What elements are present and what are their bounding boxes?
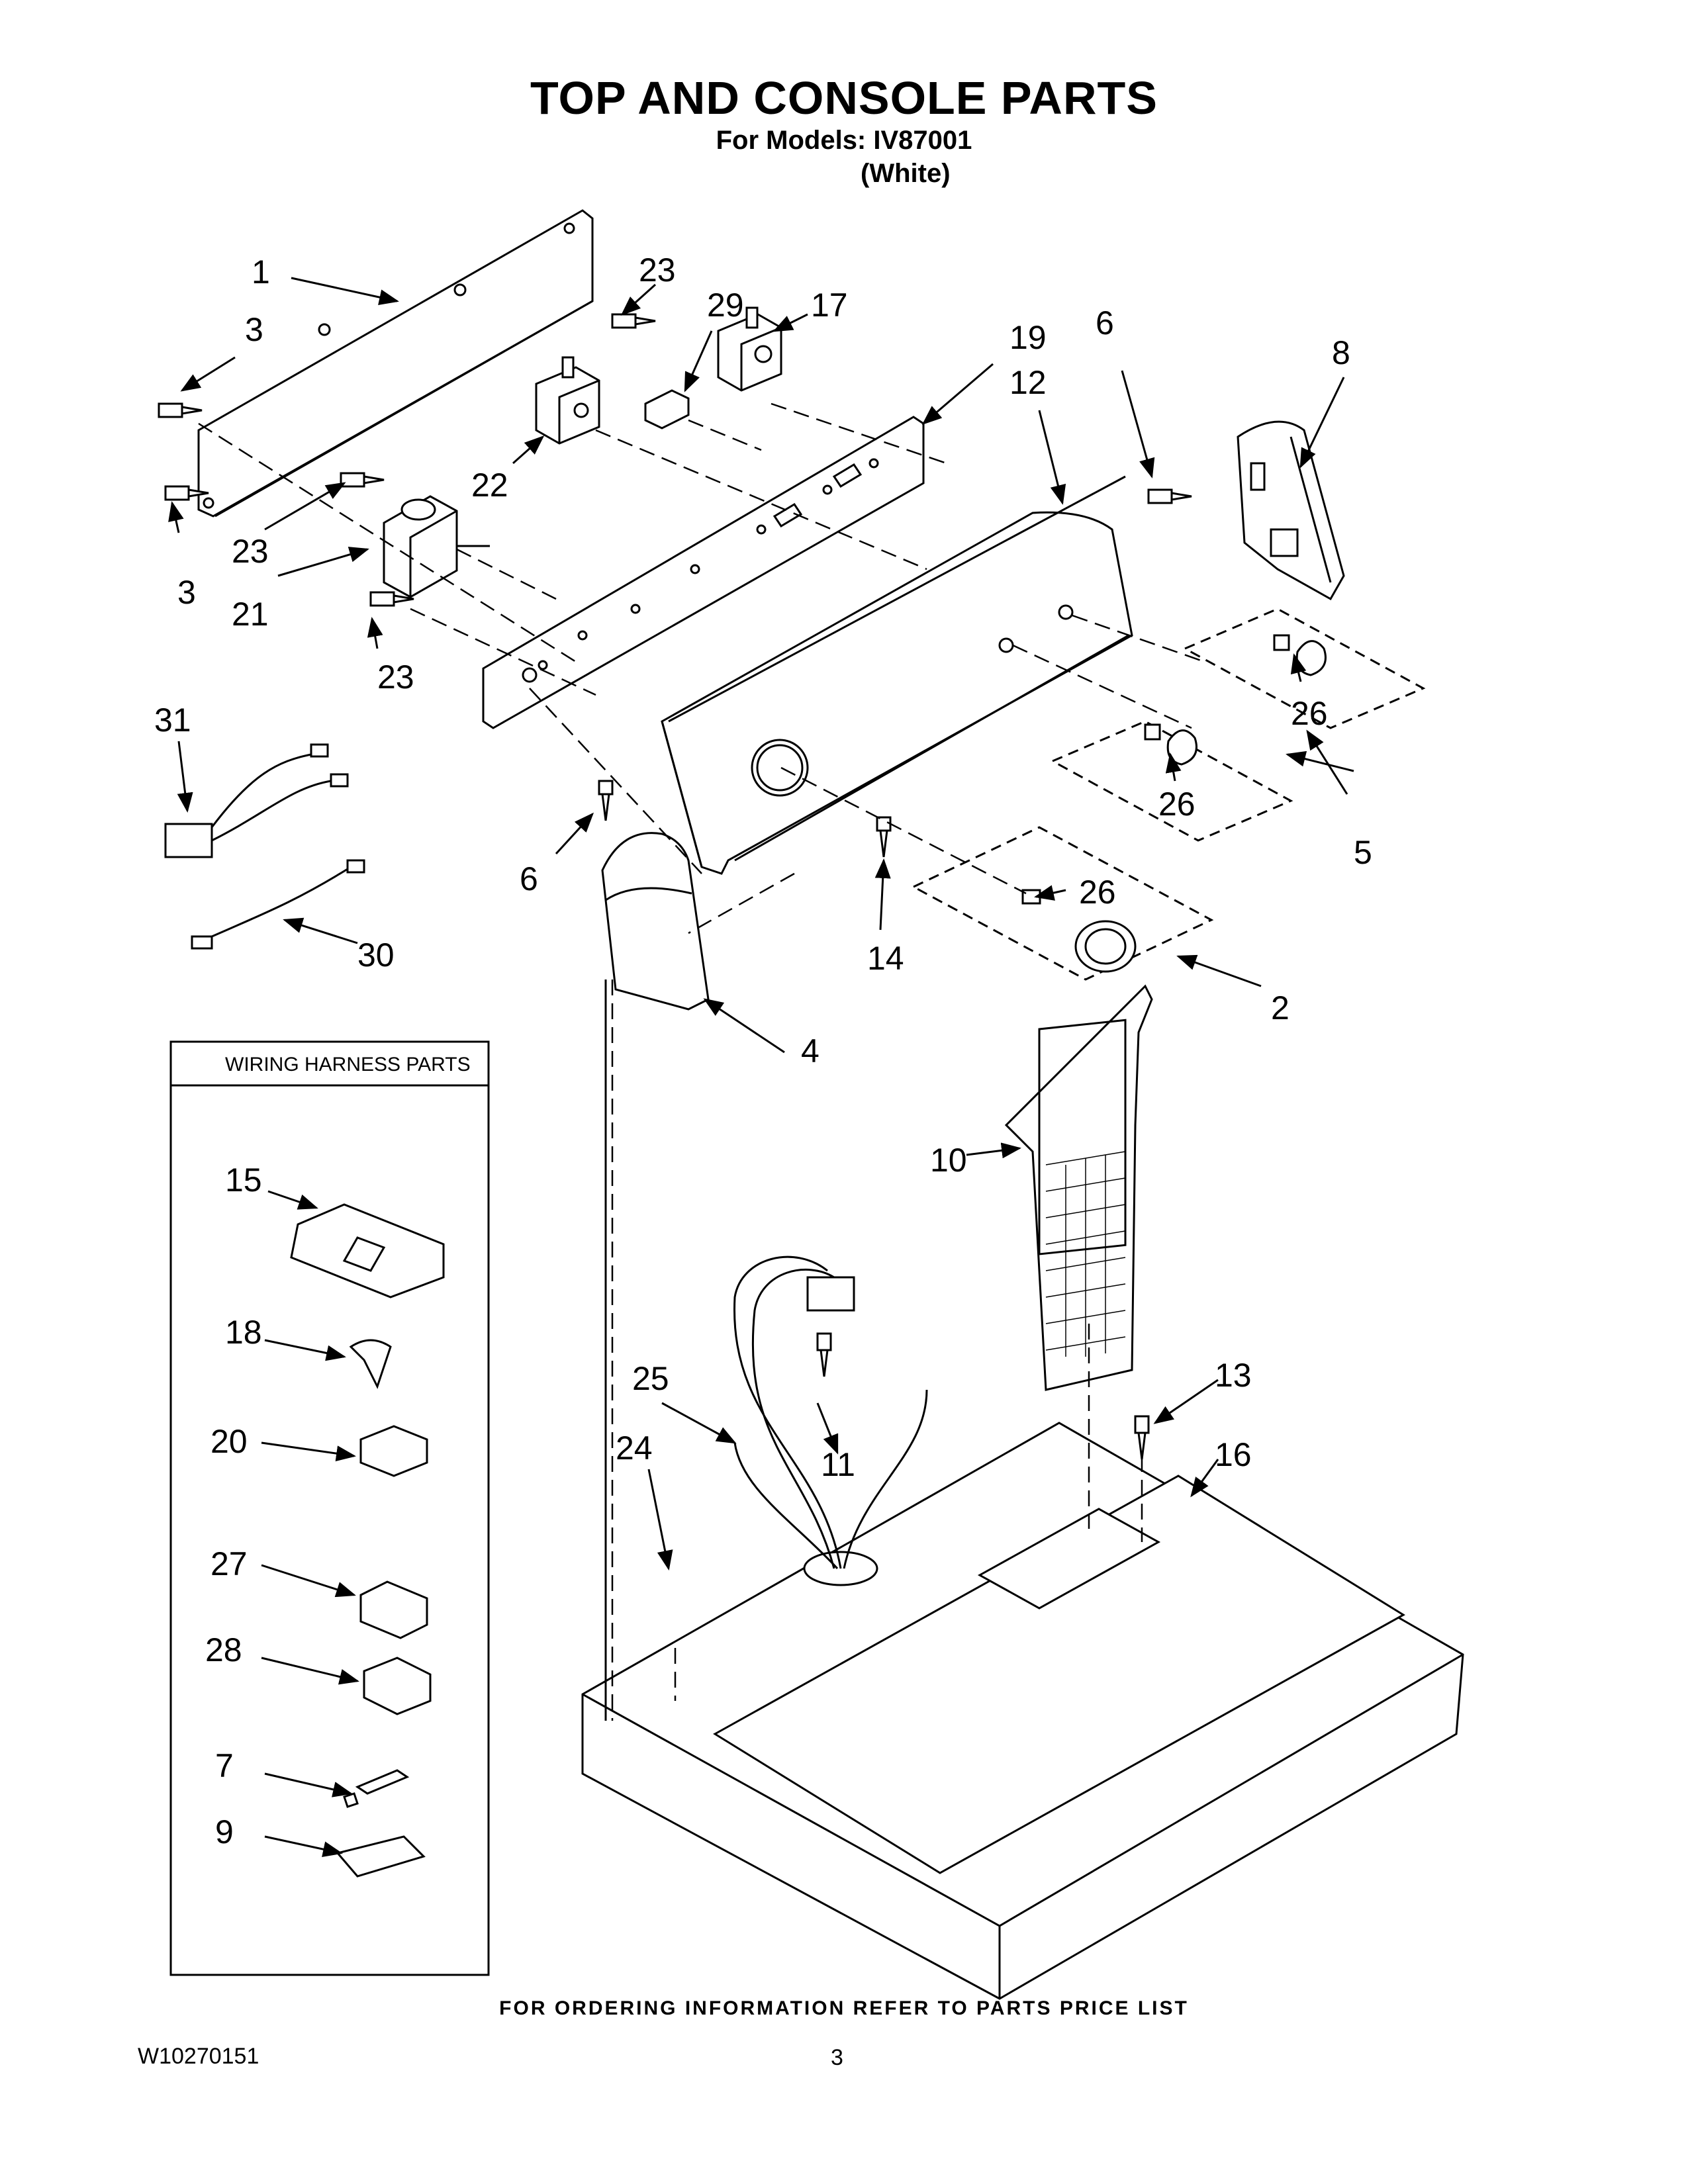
- callout-2: 2: [1271, 989, 1289, 1026]
- wiring-box-parts: [290, 1203, 445, 1878]
- callout-15: 15: [225, 1161, 262, 1199]
- callout-4: 4: [801, 1032, 820, 1069]
- callout-12: 12: [1009, 364, 1047, 401]
- callout-22: 22: [471, 467, 508, 504]
- callout-24: 24: [616, 1430, 653, 1467]
- page-title: TOP AND CONSOLE PARTS: [530, 72, 1158, 124]
- console: [661, 475, 1133, 875]
- harness-31-30: [164, 743, 365, 950]
- callout-18: 18: [225, 1314, 262, 1351]
- callout-25: 25: [632, 1360, 669, 1397]
- switch-22: [535, 356, 600, 445]
- callout-26-a: 26: [1291, 695, 1328, 732]
- callout-14: 14: [867, 940, 904, 977]
- color-line: (White): [861, 159, 951, 188]
- end-cap-right: [1237, 420, 1345, 601]
- page-number: 3: [831, 2045, 843, 2070]
- callout-3-top: 3: [245, 311, 263, 348]
- rear-console-panel: [197, 209, 594, 518]
- callout-6-right: 6: [1096, 304, 1114, 341]
- top-panel: [581, 1422, 1464, 2000]
- callout-23-top: 23: [639, 251, 676, 289]
- callout-30: 30: [357, 936, 395, 974]
- callout-3-bottom: 3: [177, 574, 196, 611]
- control-panel-bracket: [482, 416, 925, 729]
- callout-23-low: 23: [377, 659, 414, 696]
- lint-screen: [1004, 984, 1153, 1391]
- construction-lines: [198, 402, 1205, 1721]
- callout-27: 27: [211, 1545, 248, 1582]
- callout-23-mid: 23: [232, 533, 269, 570]
- callout-19: 19: [1009, 319, 1047, 356]
- callout-17: 17: [811, 287, 848, 324]
- callout-1: 1: [252, 253, 270, 291]
- screws: [158, 313, 1192, 1460]
- callout-5: 5: [1354, 834, 1372, 871]
- document-number: W10270151: [138, 2044, 259, 2069]
- ordering-info-note: FOR ORDERING INFORMATION REFER TO PARTS …: [499, 1997, 1189, 2019]
- main-wire-harness: [733, 1255, 928, 1570]
- timer-21: [383, 495, 490, 598]
- callout-29: 29: [707, 287, 744, 324]
- models-line: For Models: IV87001: [716, 126, 972, 155]
- wiring-box-frame: [169, 1040, 490, 1976]
- wiring-box-title: WIRING HARNESS PARTS: [225, 1054, 471, 1075]
- switch-17: [717, 306, 782, 392]
- callout-26-c: 26: [1079, 874, 1116, 911]
- callout-21: 21: [232, 596, 269, 633]
- callout-26-b: 26: [1158, 786, 1196, 823]
- callout-13: 13: [1215, 1357, 1252, 1394]
- callout-16: 16: [1215, 1436, 1252, 1473]
- callout-7: 7: [215, 1747, 234, 1784]
- callout-9: 9: [215, 1813, 234, 1850]
- knob-assemblies: [911, 608, 1426, 981]
- callout-20: 20: [211, 1423, 248, 1460]
- callout-10: 10: [930, 1142, 967, 1179]
- callout-8: 8: [1332, 334, 1350, 371]
- callout-31: 31: [154, 702, 191, 739]
- part-29: [644, 389, 690, 430]
- end-cap-left: [601, 832, 710, 1011]
- leader-arrows: [168, 277, 1354, 1857]
- callout-6-left: 6: [520, 860, 538, 897]
- callout-28: 28: [205, 1631, 242, 1668]
- callout-11: 11: [821, 1446, 855, 1483]
